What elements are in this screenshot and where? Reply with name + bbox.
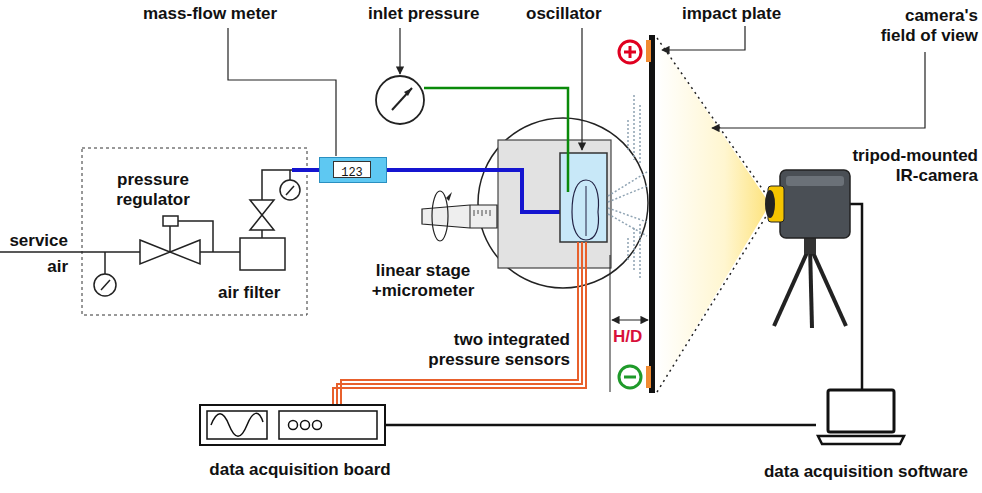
node-caption: data acquisition software: [752, 462, 980, 482]
node-caption: tripod-mounted IR-camera: [833, 146, 978, 186]
callout-label: H/D: [613, 327, 642, 347]
callout-label: mass-flow meter: [143, 4, 277, 24]
daq-board: data acquisition board: [195, 400, 405, 490]
daq-icon: [195, 400, 405, 450]
display-reading: 123: [341, 166, 363, 180]
laptop-icon: [816, 386, 906, 448]
callout-label: two integrated pressure sensors: [418, 330, 570, 370]
node-caption: data acquisition board: [195, 460, 405, 480]
callout-label: oscillator: [526, 4, 602, 24]
cable-connector: [385, 425, 816, 426]
ir-camera: tripod-mounted IR-camera: [760, 146, 978, 331]
cable-connector: [850, 204, 862, 390]
meter-display: 123: [333, 161, 371, 178]
mass-flow-meter: 123: [319, 157, 387, 183]
callout-label: air filter: [218, 283, 280, 303]
callout-label: camera's field of view: [872, 6, 978, 46]
callout-label: pressure regulator: [103, 170, 203, 210]
laptop: data acquisition software: [752, 386, 980, 490]
callout-label: inlet pressure: [368, 4, 480, 24]
callout-label: service air: [4, 228, 68, 280]
callout-label: linear stage +micrometer: [366, 261, 480, 301]
callout-label: impact plate: [682, 4, 781, 24]
